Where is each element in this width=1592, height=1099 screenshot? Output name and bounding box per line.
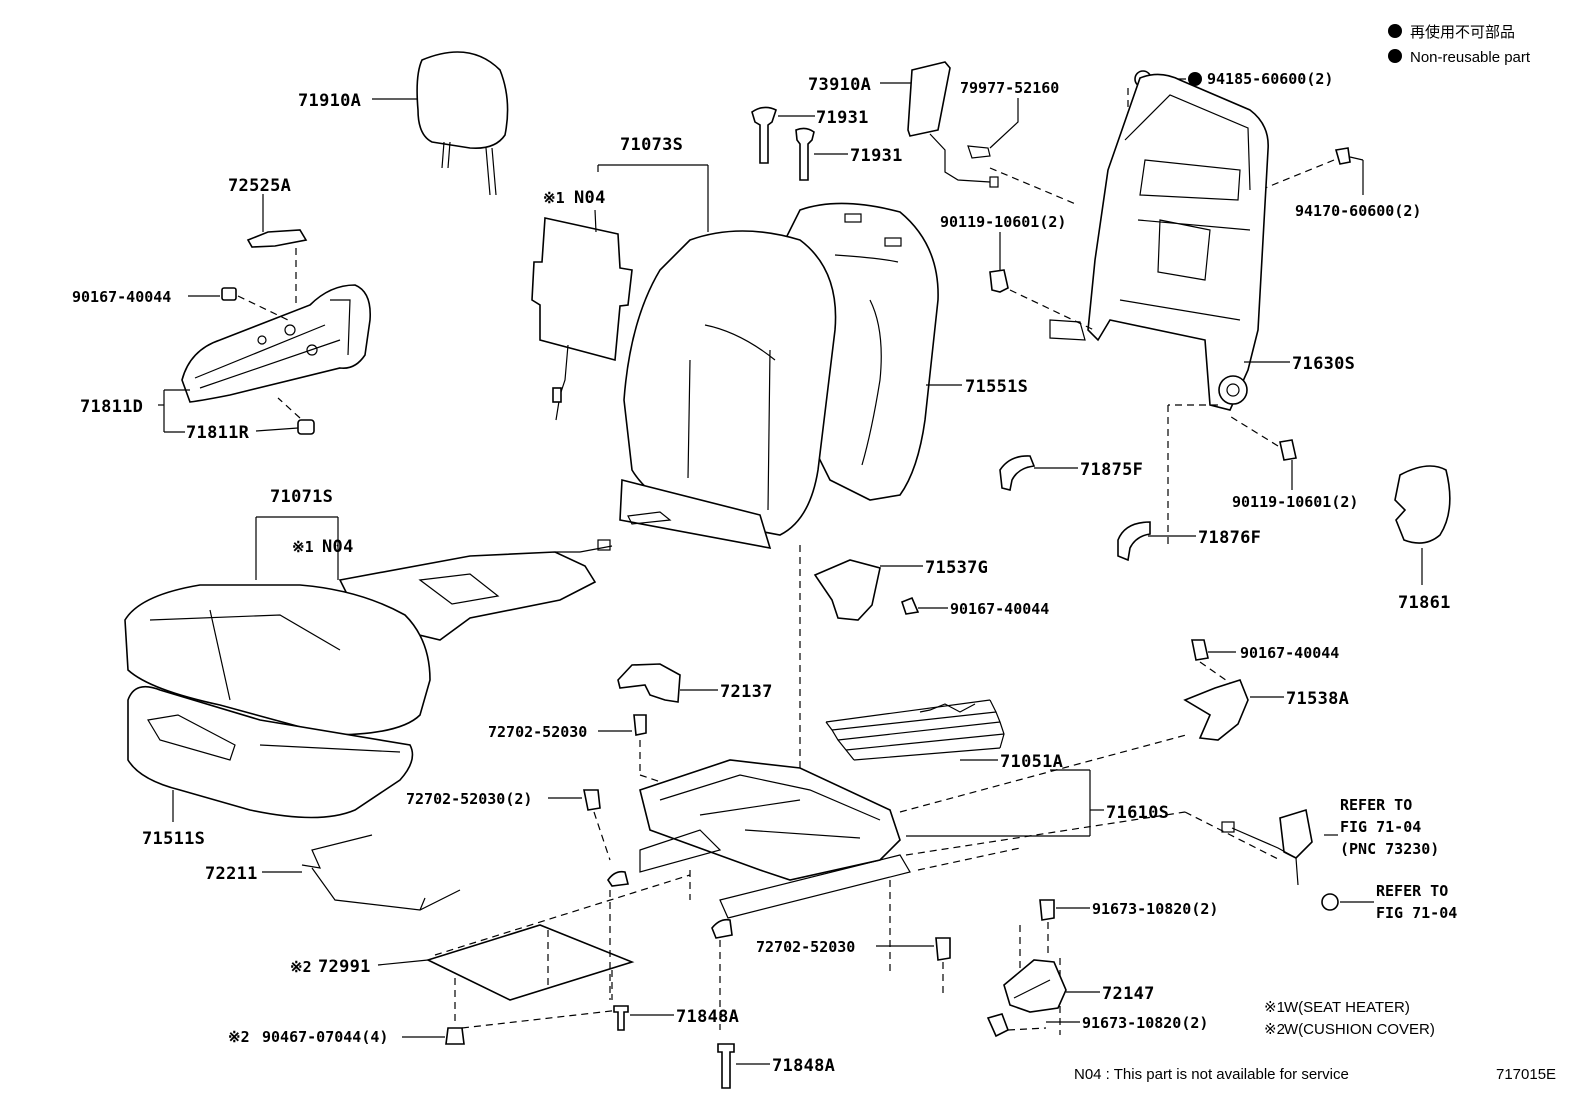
label-71051A: 71051A <box>1000 752 1063 772</box>
n04-note: N04 : This part is not available for ser… <box>1074 1066 1349 1083</box>
part-headrest-supports: 71931 71931 <box>751 106 903 181</box>
part-back-heater: ※1 N04 <box>531 188 633 421</box>
footnote-2: W(CUSHION COVER) <box>1284 1021 1435 1038</box>
part-recliner-cover: 72525A 90167-40044 71811D 71811R <box>72 176 372 443</box>
label-94185-60600: 94185-60600(2) <box>1207 70 1333 88</box>
part-headrest: 71910A <box>298 51 509 196</box>
refer-1-line3: (PNC 73230) <box>1340 840 1439 858</box>
label-71610S: 71610S <box>1106 803 1169 823</box>
part-seatback: 71073S 71551S <box>597 135 1028 550</box>
part-seat-cushion: 71071S ※1 N04 71511S <box>124 487 613 849</box>
label-71551S: 71551S <box>965 377 1028 397</box>
part-cushion-board: ※2 72991 ※2 90467-07044(4) <box>228 874 691 1046</box>
refer-2-line1: REFER TO <box>1376 882 1448 900</box>
refer-1-line1: REFER TO <box>1340 796 1412 814</box>
label-71811D: 71811D <box>80 397 143 417</box>
label-79977-52160: 79977-52160 <box>960 79 1059 97</box>
label-71630S: 71630S <box>1292 354 1355 374</box>
label-72991: 72991 <box>318 957 371 977</box>
part-seatback-frame: 71630S <box>1049 73 1355 411</box>
part-72137: 72137 <box>617 663 773 703</box>
part-71051A-spring: 71051A <box>825 699 1063 772</box>
footnotes: ※1 W(SEAT HEATER) ※2 W(CUSHION COVER) N0… <box>1074 999 1556 1083</box>
part-recliner-covers: 71875F 71876F 71861 <box>999 455 1451 613</box>
footnote-1: W(SEAT HEATER) <box>1284 999 1410 1016</box>
label-90119-10601: 90119-10601(2) <box>940 213 1066 231</box>
label-71876F: 71876F <box>1198 528 1261 548</box>
label-94170-60600: 94170-60600(2) <box>1295 202 1421 220</box>
label-71875F: 71875F <box>1080 460 1143 480</box>
part-72147: 91673-10820(2) 72147 91673-10820(2) <box>986 899 1218 1038</box>
label-90167-40044-c: 90167-40044 <box>1240 644 1339 662</box>
label-N04-b: N04 <box>322 537 354 557</box>
part-side-airbag: 73910A 79977-52160 <box>808 61 1079 206</box>
label-91673-10820-2: 91673-10820(2) <box>1082 1014 1208 1032</box>
mark-1: ※1 <box>543 189 565 207</box>
mark-2-b: ※2 <box>228 1028 250 1046</box>
label-73910A: 73910A <box>808 75 871 95</box>
label-71538A: 71538A <box>1286 689 1349 709</box>
non-reusable-dot-icon <box>1188 72 1202 86</box>
label-72147: 72147 <box>1102 984 1155 1004</box>
label-72702-52030-2: 72702-52030(2) <box>406 790 532 808</box>
legend-en: Non-reusable part <box>1410 49 1531 66</box>
label-72211: 72211 <box>205 864 258 884</box>
part-71848A: 71848A 71848A <box>613 1005 835 1089</box>
label-72525A: 72525A <box>228 176 291 196</box>
label-71910A: 71910A <box>298 91 361 111</box>
label-90167-40044: 90167-40044 <box>72 288 171 306</box>
label-72137: 72137 <box>720 682 773 702</box>
footnote-1-mark: ※1 <box>1264 999 1285 1016</box>
figure-code: 717015E <box>1496 1066 1556 1083</box>
label-71931: 71931 <box>816 108 869 128</box>
label-71811R: 71811R <box>186 423 250 443</box>
label-71511S: 71511S <box>142 829 205 849</box>
legend-jp: 再使用不可部品 <box>1410 24 1515 41</box>
label-71537G: 71537G <box>925 558 988 578</box>
non-reusable-dot-icon <box>1388 24 1402 38</box>
part-cushion-wire: 72211 <box>205 834 461 911</box>
non-reusable-dot-icon <box>1388 49 1402 63</box>
label-72702-52030: 72702-52030 <box>488 723 587 741</box>
refer-1-line2: FIG 71-04 <box>1340 818 1421 836</box>
part-72702-bolts: 72702-52030 72702-52030(2) 72702-52030 <box>406 714 951 998</box>
label-90167-40044-b: 90167-40044 <box>950 600 1049 618</box>
label-71073S: 71073S <box>620 135 683 155</box>
label-91673-10820: 91673-10820(2) <box>1092 900 1218 918</box>
label-71861: 71861 <box>1398 593 1451 613</box>
mark-1-b: ※1 <box>292 538 314 556</box>
label-71071S: 71071S <box>270 487 333 507</box>
refer-2-line2: FIG 71-04 <box>1376 904 1457 922</box>
footnote-2-mark: ※2 <box>1264 1021 1285 1038</box>
label-71848A-2: 71848A <box>772 1056 835 1076</box>
part-seat-track: 71610S <box>607 734 1281 1030</box>
legend: 再使用不可部品 Non-reusable part <box>1388 24 1531 66</box>
part-seatbelt-buckle: REFER TO FIG 71-04 (PNC 73230) REFER TO … <box>1221 796 1457 922</box>
label-71931-2: 71931 <box>850 146 903 166</box>
part-71538A: 90167-40044 71538A <box>1183 639 1349 741</box>
label-71848A: 71848A <box>676 1007 739 1027</box>
label-90467-07044: 90467-07044(4) <box>262 1028 388 1046</box>
mark-2: ※2 <box>290 958 312 976</box>
part-frame-bolts: 90119-10601(2) 90119-10601(2) <box>940 213 1358 545</box>
part-71537G: 71537G 90167-40044 <box>799 545 1049 770</box>
label-72702-52030-3: 72702-52030 <box>756 938 855 956</box>
label-N04: N04 <box>574 188 606 208</box>
label-90119-10601-2: 90119-10601(2) <box>1232 493 1358 511</box>
